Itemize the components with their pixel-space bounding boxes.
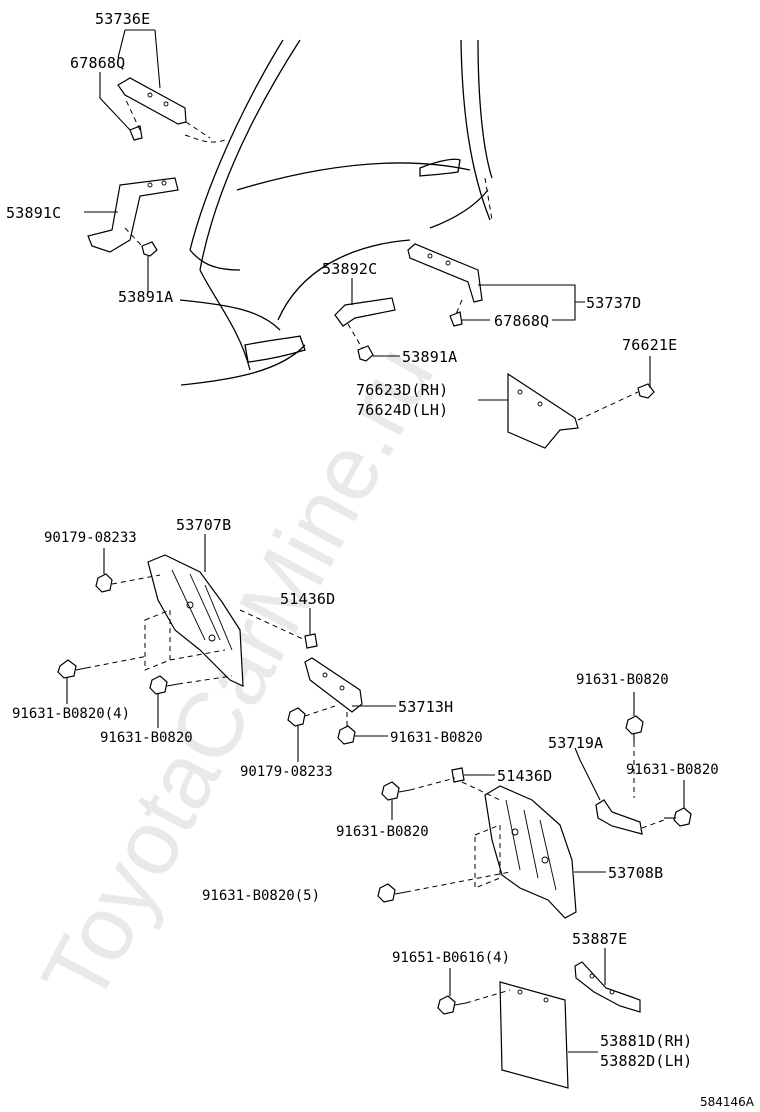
label-67868Q-top: 67868Q (70, 54, 125, 72)
label-91631-e: 91631-B0820 (336, 824, 429, 840)
label-53892C: 53892C (322, 260, 377, 278)
part-53891C-bracket (84, 177, 179, 253)
label-53736E: 53736E (95, 10, 150, 28)
part-91631-bolt-4 (57, 655, 149, 704)
label-91631-a: 91631-B0820 (100, 730, 193, 746)
label-91631-d: 91631-B0820 (626, 762, 719, 778)
part-53708B-splash-shield (474, 785, 606, 919)
label-53891A-mid: 53891A (402, 348, 457, 366)
label-90179-bottom: 90179-08233 (240, 764, 333, 780)
label-53719A: 53719A (548, 734, 603, 752)
label-91631-b: 91631-B0820 (390, 730, 483, 746)
label-53713H: 53713H (398, 698, 453, 716)
label-53708B: 53708B (608, 864, 663, 882)
label-53707B: 53707B (176, 516, 231, 534)
part-91631-bolt-b (337, 712, 388, 745)
part-53881D-mud-flap (499, 981, 598, 1089)
label-76623D-rh: 76623D(RH) (356, 381, 448, 399)
label-90179-top: 90179-08233 (44, 530, 137, 546)
part-91631-bolt-c (625, 692, 644, 798)
label-53887E: 53887E (572, 930, 627, 948)
part-67868Q-clip-right (449, 299, 490, 327)
part-91631-bolt-e (381, 777, 456, 820)
part-76623D-mud-flap (478, 372, 579, 449)
part-91651-bolt (437, 968, 511, 1015)
label-53881D-rh: 53881D(RH) (600, 1032, 692, 1050)
label-76624D-lh: 76624D(LH) (356, 401, 448, 419)
part-90179-nut-top (95, 548, 161, 593)
label-91631-c: 91631-B0820 (576, 672, 669, 688)
label-53882D-lh: 53882D(LH) (600, 1052, 692, 1070)
label-67868Q-right: 67868Q (494, 312, 549, 330)
label-91651: 91651-B0616(4) (392, 950, 510, 966)
label-53737D: 53737D (586, 294, 641, 312)
part-90179-nut-bottom (287, 705, 336, 762)
part-53892C-bracket (334, 278, 396, 327)
label-51436D-bottom: 51436D (497, 767, 552, 785)
part-53736E-bracket (117, 77, 211, 139)
label-91631-4: 91631-B0820(4) (12, 706, 130, 722)
part-67868Q-clip-top (99, 72, 143, 141)
leader-53736E (117, 29, 161, 89)
part-53707B-splash-shield (144, 534, 244, 687)
label-53891A-left: 53891A (118, 288, 173, 306)
part-53891A-clip-left (124, 227, 158, 292)
part-91631-bolt-5 (377, 871, 511, 903)
part-76621E-clip (577, 356, 655, 421)
part-91631-bolt-d (641, 780, 692, 829)
part-51436D-nut-bottom (451, 767, 501, 801)
part-53713H-bracket (304, 657, 396, 713)
label-91631-5: 91631-B0820(5) (202, 888, 320, 904)
part-53737D-bracket (407, 243, 585, 321)
label-51436D-top: 51436D (280, 590, 335, 608)
part-53887E-bracket (574, 948, 641, 1013)
label-76621E: 76621E (622, 336, 677, 354)
part-53719A-bracket (574, 747, 643, 835)
part-51436D-nut-top (239, 608, 318, 649)
part-91631-bolt-a (149, 675, 233, 728)
diagram-code: 584146A (700, 1095, 755, 1109)
cab-body-outline (179, 39, 493, 386)
label-53891C: 53891C (6, 204, 61, 222)
part-53891A-clip-mid (347, 323, 400, 362)
